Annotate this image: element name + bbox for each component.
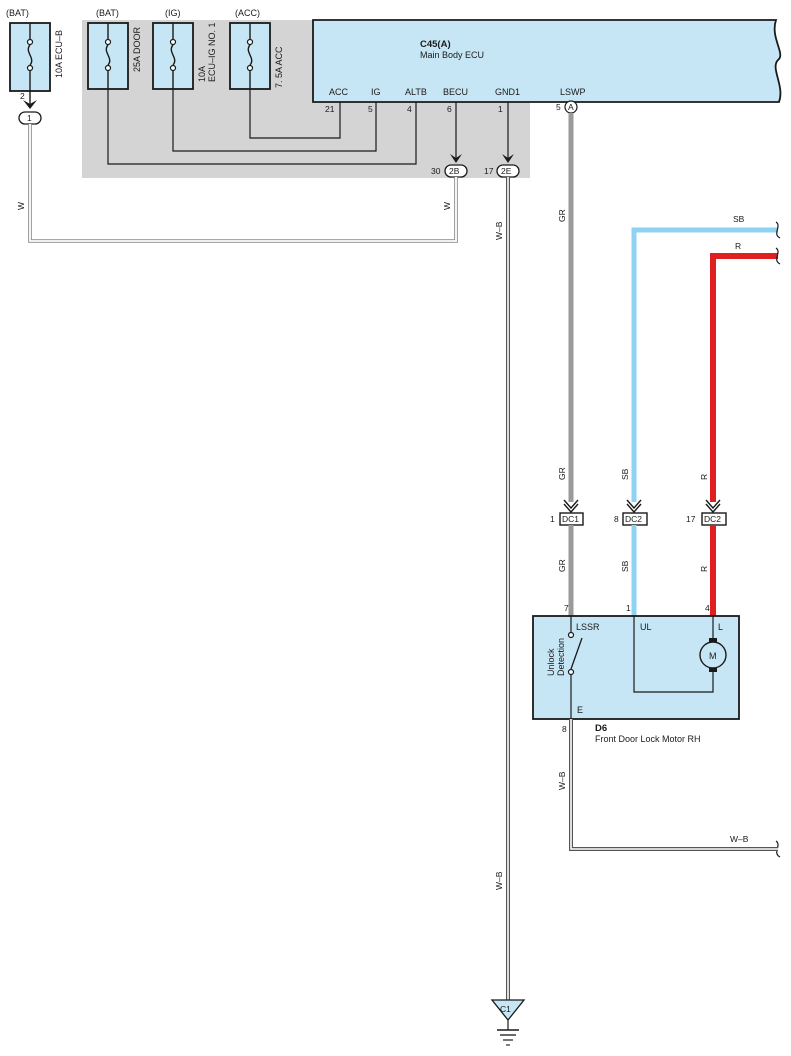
ecu-terminal-gnd1: GND1 xyxy=(495,87,520,97)
fuse-ecu-ig: (IG) 10A ECU–IG NO. 1 xyxy=(152,8,217,90)
fuse-ecu-b-pin: 2 xyxy=(20,91,25,101)
fuse-ecu-b: (BAT) 10A ECU–B 2 1 xyxy=(6,8,64,125)
motor-pin-7: 7 xyxy=(564,603,569,613)
wire-wb-right-label: W–B xyxy=(730,834,749,844)
motor-label-e: E xyxy=(577,705,583,715)
ecu-terminal-altb: ALTB xyxy=(405,87,427,97)
fuse-element-icon xyxy=(247,44,253,66)
wire-r-label-mid: R xyxy=(699,474,709,480)
fuse-ecu-ig-source: (IG) xyxy=(165,8,181,18)
motor-pin-4: 4 xyxy=(705,603,710,613)
fuse-ecu-ig-name-2: ECU–IG NO. 1 xyxy=(207,22,217,82)
connector-chevron-icon xyxy=(626,499,642,510)
motor-label-lssr: LSSR xyxy=(576,622,600,632)
fuse-door-source: (BAT) xyxy=(96,8,119,18)
connector-dc2-sb-pin: 8 xyxy=(614,514,619,524)
fuse-ecu-ig-name-1: 10A xyxy=(197,66,207,82)
connector-2b-label: 2B xyxy=(449,166,460,176)
ground-c1-label: C1 xyxy=(500,1004,511,1014)
connector-arrow-icon xyxy=(502,154,514,163)
wire-r-label-low: R xyxy=(699,566,709,572)
fuse-door: (BAT) 25A DOOR xyxy=(87,8,142,90)
motor-label-ul: UL xyxy=(640,622,652,632)
motor-name: Front Door Lock Motor RH xyxy=(595,734,701,744)
fuse-ecu-b-source: (BAT) xyxy=(6,8,29,18)
connector-dc1-name: DC1 xyxy=(562,514,579,524)
main-body-ecu: C45(A) Main Body ECU ACC IG ALTB BECU GN… xyxy=(312,19,782,178)
connector-dc1: DC1 1 xyxy=(550,499,584,526)
wire-r xyxy=(710,253,778,502)
fuse-element-icon xyxy=(27,44,33,66)
ecu-terminal-acc: ACC xyxy=(329,87,349,97)
fuse-terminal-icon xyxy=(26,38,34,46)
switch-label-detection: Detection xyxy=(556,638,566,676)
wire-sb-label-low: SB xyxy=(620,560,630,572)
connector-arrow-icon xyxy=(450,154,462,163)
switch-blade-icon xyxy=(570,637,583,670)
wire-wb-label-bottom: W–B xyxy=(494,871,504,890)
fuse-acc-source: (ACC) xyxy=(235,8,260,18)
fuse-ecu-b-name: 10A ECU–B xyxy=(54,30,64,78)
fuse-acc: (ACC) 7. 5A ACC xyxy=(229,8,284,90)
ecu-pin-4: 4 xyxy=(407,104,412,114)
ecu-name: Main Body ECU xyxy=(420,50,484,60)
motor-label-l: L xyxy=(718,622,723,632)
wire-wb-motor-label: W–B xyxy=(557,771,567,790)
connector-2b-pin: 30 xyxy=(431,166,441,176)
connector-dc2-sb: DC2 8 xyxy=(614,499,648,526)
wire-gr-label-top: GR xyxy=(557,209,567,222)
ecu-pin-21: 21 xyxy=(325,104,335,114)
wire-w-label-right: W xyxy=(442,202,452,210)
ecu-terminal-lswp: LSWP xyxy=(560,87,586,97)
ecu-pin-lswp: 5 xyxy=(556,102,561,112)
wire-sb xyxy=(631,227,778,502)
wire-gr-label-low: GR xyxy=(557,559,567,572)
motor-pin-1: 1 xyxy=(626,603,631,613)
fuse-element-icon xyxy=(170,44,176,66)
wire-gr-label-mid: GR xyxy=(557,467,567,480)
ground-triangle-icon xyxy=(490,999,526,1022)
ground-c1: C1 xyxy=(490,999,526,1046)
connector-2e-pin: 17 xyxy=(484,166,494,176)
switch-label-unlock: Unlock xyxy=(546,648,556,676)
connector-dc2-r: DC2 17 xyxy=(686,499,727,526)
connector-arrow-icon xyxy=(23,100,37,109)
fuse-element-icon xyxy=(105,44,111,66)
connector-dc2-sb-name: DC2 xyxy=(625,514,642,524)
motor-label-m: M xyxy=(709,651,717,661)
connector-chevron-icon xyxy=(705,499,721,510)
connector-2e-label: 2E xyxy=(501,166,512,176)
ecu-pin-1: 1 xyxy=(498,104,503,114)
wire-wb-motor xyxy=(569,719,778,851)
ecu-pin-5: 5 xyxy=(368,104,373,114)
connector-1-label: 1 xyxy=(27,113,32,123)
motor-pin-8: 8 xyxy=(562,724,567,734)
door-lock-motor: 7 1 4 LSSR UL L E Unlock Detection M D6 … xyxy=(532,603,740,744)
wire-r-label-top: R xyxy=(735,241,741,251)
wire-sb-label-mid: SB xyxy=(620,468,630,480)
connector-dc2-r-pin: 17 xyxy=(686,514,696,524)
connector-a-label: A xyxy=(568,102,574,112)
switch-contact-icon xyxy=(567,631,575,639)
ecu-pin-6: 6 xyxy=(447,104,452,114)
fuse-door-name: 25A DOOR xyxy=(132,26,142,72)
connector-dc2-r-name: DC2 xyxy=(704,514,721,524)
motor-code: D6 xyxy=(595,723,607,734)
wire-w xyxy=(28,124,458,243)
connector-chevron-icon xyxy=(563,499,579,510)
wire-w-label-left: W xyxy=(16,202,26,210)
wire-wb-label-top: W–B xyxy=(494,221,504,240)
wire-break-marks xyxy=(775,221,781,858)
ecu-code: C45(A) xyxy=(420,39,451,50)
connector-dc1-pin: 1 xyxy=(550,514,555,524)
fuse-acc-name: 7. 5A ACC xyxy=(274,46,284,88)
ecu-terminal-ig: IG xyxy=(371,87,381,97)
ecu-terminal-becu: BECU xyxy=(443,87,468,97)
wire-sb-label-top: SB xyxy=(733,214,745,224)
ecu-internal-wiring xyxy=(107,89,417,165)
